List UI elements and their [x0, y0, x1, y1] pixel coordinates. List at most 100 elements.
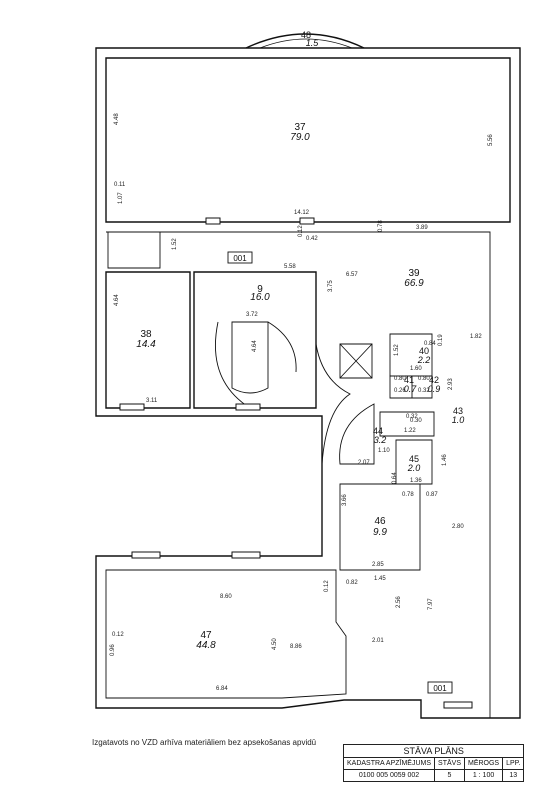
- dim-label: 2.93: [448, 378, 454, 390]
- room-9-number: 9: [257, 284, 263, 295]
- dim-label: 1.10: [378, 448, 390, 454]
- dim-label: 8.86: [290, 644, 302, 650]
- room-47-wall: [105, 569, 347, 699]
- header-page: LPP.: [502, 757, 525, 770]
- room-9-area: 16.0: [250, 292, 270, 303]
- dim-label: 0.11: [114, 182, 126, 188]
- room-39-area: 66.9: [404, 278, 424, 289]
- room-38-area: 14.4: [136, 339, 156, 350]
- room-45-area: 2.0: [407, 463, 421, 473]
- room-43-area: 1.0: [452, 415, 465, 425]
- room-41-area: 0.7: [404, 384, 418, 394]
- dim-label: 3.72: [246, 312, 258, 318]
- dim-label: 1.07: [118, 192, 124, 204]
- room-37-wall: [105, 57, 511, 223]
- dim-label: 1.46: [442, 454, 448, 466]
- value-scale: 1 : 100: [463, 769, 504, 782]
- value-cadastral: 0100 005 0059 002: [342, 769, 436, 782]
- room-42-area: 0.9: [428, 384, 441, 394]
- unit-label-text: 001: [433, 684, 447, 693]
- dim-label: 0.32: [418, 388, 430, 394]
- dim-label: 0.12: [298, 225, 304, 237]
- dim-label: 1.52: [394, 344, 400, 356]
- room-39-number: 39: [408, 268, 420, 279]
- dim-label: 3.89: [416, 225, 428, 231]
- dim-label: 0.12: [112, 632, 124, 638]
- dim-label: 4.48: [114, 113, 120, 125]
- room-48-area: 1.5: [306, 38, 320, 48]
- bay-window: [245, 33, 365, 49]
- header-scale: MĒROGS: [463, 757, 504, 770]
- dim-label: 0.30: [410, 418, 422, 424]
- dim-label: 1.60: [410, 366, 422, 372]
- unit-label-top: 001: [227, 251, 253, 264]
- room-45-number: 45: [409, 454, 419, 464]
- dim-label: 0.78: [378, 220, 384, 232]
- room-40-area: 2.2: [417, 355, 431, 365]
- dim-label: 0.80: [394, 376, 406, 382]
- room-46-wall: [339, 483, 421, 571]
- room-40-number: 40: [419, 346, 429, 356]
- dim-label: 14.12: [294, 210, 310, 216]
- dim-label: 8.60: [220, 594, 232, 600]
- dim-label: 4.64: [114, 294, 120, 306]
- dim-label: 5.58: [284, 264, 296, 270]
- dim-label: 2.56: [396, 596, 402, 608]
- dim-label: 1.45: [374, 576, 386, 582]
- dim-label: 6.57: [346, 272, 358, 278]
- dim-label: 2.01: [372, 638, 384, 644]
- dim-label: 0.64: [392, 472, 398, 484]
- dim-label: 2.80: [452, 524, 464, 530]
- dim-label: 0.19: [438, 334, 444, 346]
- dim-label: 7.97: [428, 598, 434, 610]
- dim-label: 0.42: [306, 236, 318, 242]
- room-44-area: 3.2: [374, 435, 387, 445]
- dim-label: 0.32: [406, 414, 418, 420]
- dim-label: 3.11: [146, 398, 158, 404]
- unit-label-bottom: 001: [427, 681, 453, 694]
- dim-label: 1.52: [172, 238, 178, 250]
- room-37-area: 79.0: [290, 132, 310, 143]
- room-47-area: 44.8: [196, 640, 216, 651]
- room-46-area: 9.9: [373, 527, 387, 538]
- room-48-number: 48: [301, 30, 311, 40]
- source-note: Izgatavots no VZD arhīva materiāliem bez…: [92, 738, 317, 747]
- title-block-title: STĀVA PLĀNS: [342, 744, 525, 758]
- dim-label: 0.82: [346, 580, 358, 586]
- header-cadastral: KADASTRA APZĪMĒJUMS: [342, 757, 436, 770]
- dim-label: 0.84: [424, 341, 436, 347]
- room-38-wall: [105, 271, 191, 409]
- value-page: 13: [502, 769, 525, 782]
- dim-label: 0.26: [394, 388, 406, 394]
- dim-label: 1.22: [404, 428, 416, 434]
- outer-wall: [95, 47, 521, 719]
- stair-curve: [215, 321, 251, 409]
- dim-label: 0.80: [418, 376, 430, 382]
- room-46-number: 46: [374, 516, 386, 527]
- dim-label: 0.78: [402, 492, 414, 498]
- room-41-number: 41: [404, 375, 414, 385]
- dim-label: 3.75: [328, 280, 334, 292]
- dim-label: 2.07: [358, 460, 370, 466]
- dim-label: 4.64: [252, 340, 258, 352]
- header-floor: STĀVS: [434, 757, 465, 770]
- room-38-number: 38: [140, 329, 152, 340]
- room-37-number: 37: [294, 122, 306, 133]
- dim-label: 4.50: [272, 638, 278, 650]
- dim-label: 0.12: [324, 580, 330, 592]
- value-floor: 5: [434, 769, 465, 782]
- dim-label: 2.85: [372, 562, 384, 568]
- lift-shaft: [339, 343, 373, 379]
- dim-label: 3.66: [342, 494, 348, 506]
- dim-label: 1.82: [470, 334, 482, 340]
- room-43-number: 43: [453, 406, 463, 416]
- room-44-number: 44: [373, 426, 383, 436]
- title-block: STĀVA PLĀNS KADASTRA APZĪMĒJUMS STĀVS MĒ…: [342, 744, 525, 782]
- dim-label: 6.84: [216, 686, 228, 692]
- room-47-number: 47: [200, 630, 212, 641]
- dim-label: 0.96: [110, 644, 116, 656]
- room-42-number: 42: [429, 375, 439, 385]
- room-44-curve: [339, 403, 375, 465]
- room-9-wall: [193, 271, 317, 409]
